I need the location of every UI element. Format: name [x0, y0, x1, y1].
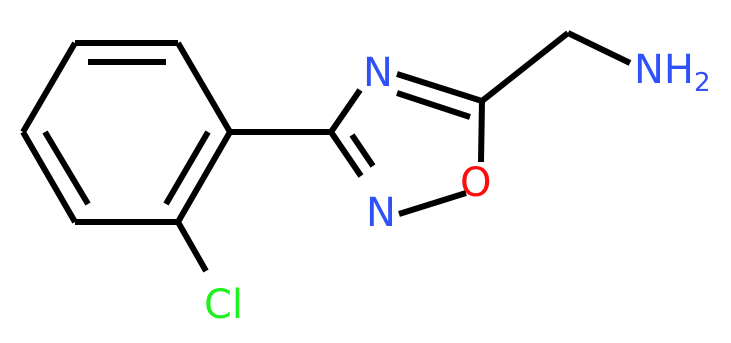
amine-label: NH [634, 47, 694, 93]
nitrogen-atom-bottom: N [366, 190, 396, 236]
bond-ring-upper-left [20, 41, 78, 134]
bond-ch2-amine [566, 30, 632, 66]
bond-c3-n4 [328, 88, 363, 134]
amine-group: NH2 [634, 47, 711, 98]
chlorine-atom: Cl [204, 282, 243, 328]
benzene-ring [20, 40, 233, 225]
bond-c3-n2 [328, 130, 364, 178]
bond-c3-n2-inner [349, 133, 376, 168]
amine-subscript: 2 [694, 68, 711, 98]
nitrogen-atom-top: N [363, 50, 393, 96]
bond-o1-n2 [398, 190, 467, 217]
bond-c5-o1 [478, 100, 485, 163]
bond-carbon-chlorine [175, 220, 209, 273]
oxygen-atom: O [460, 160, 491, 206]
bond-c5-ch2 [480, 30, 570, 104]
bond-n4-c5 [396, 71, 483, 104]
bond-ring-lower-left [20, 130, 78, 224]
bond-ring-lower-right-inner [163, 130, 211, 206]
bond-ring-lower-right [175, 130, 233, 224]
oxadiazole-ring [328, 71, 485, 217]
bond-n4-c5-inner [396, 90, 471, 120]
bond-ring-lower-left-inner [42, 130, 91, 206]
bond-ring-upper-right [175, 41, 233, 134]
